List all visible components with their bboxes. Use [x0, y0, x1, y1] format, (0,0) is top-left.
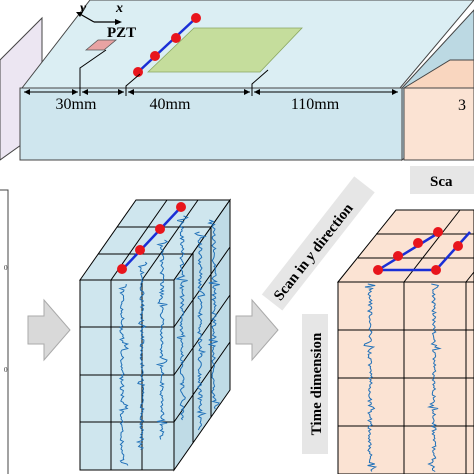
sensor-dot — [133, 67, 143, 77]
right-sensor-dot — [373, 265, 383, 275]
dim-guide-3 — [251, 69, 269, 96]
cube-grid-line — [141, 199, 199, 281]
dim-guide-2 — [125, 73, 141, 96]
right-box-text-fragment: 3 — [458, 97, 466, 114]
process-arrow-2 — [235, 298, 279, 362]
right-signal-trace — [363, 283, 378, 472]
dim-label-110mm: 110mm — [291, 96, 340, 113]
middle-sensor-dot — [155, 224, 165, 234]
pzt-sensor-pad — [84, 39, 118, 51]
middle-signal-trace — [207, 219, 220, 410]
scan-line-top — [135, 17, 197, 75]
dim-label-30mm: 30mm — [56, 96, 97, 113]
right-sensor-dot — [431, 265, 441, 275]
dim-label-40mm: 40mm — [150, 96, 191, 113]
dim-guide-1 — [79, 49, 107, 96]
right-sensor-dot — [433, 227, 443, 237]
sensor-dot — [171, 33, 181, 43]
right-signal-trace — [427, 283, 442, 472]
axis-y-label: y — [78, 1, 87, 16]
plate: 30mm 40mm 110mm y x PZT — [19, 0, 474, 162]
time-dimension-label: Time dimension — [309, 332, 325, 435]
axis-y-line — [79, 13, 95, 23]
right-cube-grid-line — [465, 271, 474, 283]
middle-signal-trace — [194, 231, 207, 431]
right-cube — [336, 209, 474, 474]
left-plot-fragment: 0 0 — [0, 189, 9, 474]
plate-front-face — [19, 87, 403, 161]
middle-signal-trace — [155, 239, 169, 440]
right-scan-line-2 — [377, 230, 441, 272]
right-sensor-dot — [413, 238, 423, 248]
sensor-dot — [150, 51, 160, 61]
time-dimension-ribbon: Time dimension — [302, 314, 328, 454]
right-box-fragment: 3 — [402, 59, 474, 161]
left-tick-label-2: 0 — [4, 366, 8, 374]
scan-x-ribbon: Sca — [410, 166, 474, 194]
middle-cube — [79, 198, 231, 472]
sensor-dot — [191, 13, 201, 23]
scan-area — [147, 27, 303, 73]
middle-sensor-dot — [176, 202, 186, 212]
middle-scan-line — [121, 205, 183, 271]
middle-signal-trace — [118, 284, 130, 466]
axis-x-label: x — [115, 1, 123, 16]
middle-signal-trace — [135, 261, 148, 450]
middle-sensor-dot — [135, 245, 145, 255]
right-sensor-dot — [453, 241, 463, 251]
left-tick-label-1: 0 — [4, 264, 8, 272]
pzt-label: PZT — [107, 25, 136, 41]
middle-signal-trace — [174, 215, 189, 421]
process-arrow-1 — [27, 298, 71, 362]
scan-x-direction-label: Sca — [430, 174, 453, 190]
middle-sensor-dot — [117, 264, 127, 274]
right-sensor-dot — [393, 251, 403, 261]
